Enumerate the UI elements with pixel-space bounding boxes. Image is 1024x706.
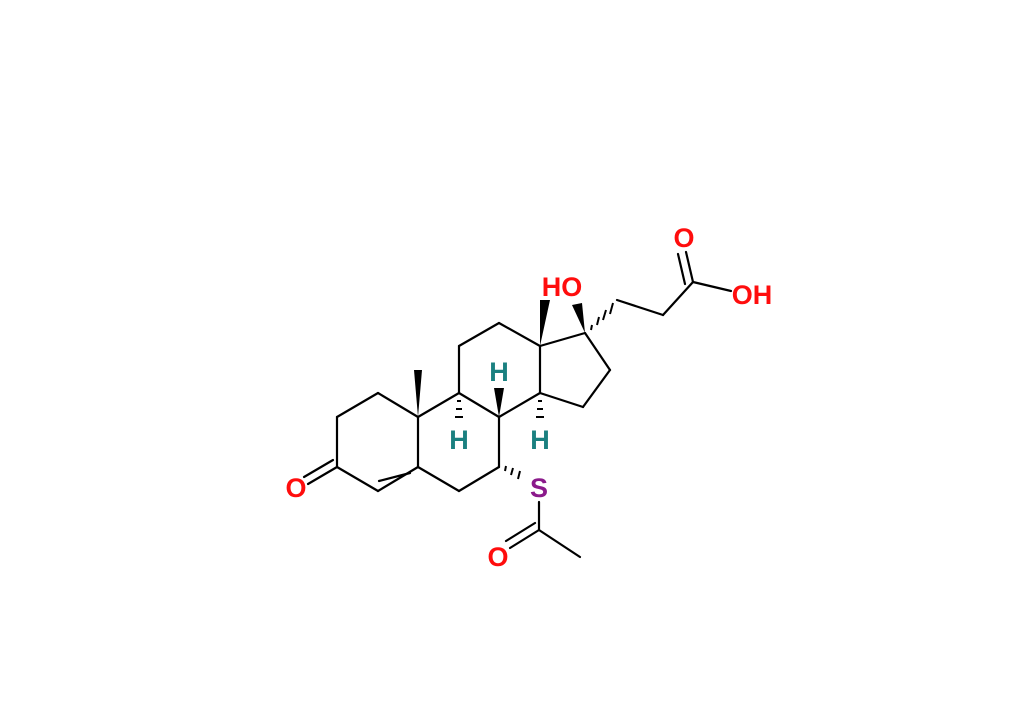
bond <box>457 465 501 493</box>
atom-labels: O HO O OH S O H H H <box>285 223 772 572</box>
bond <box>376 465 420 493</box>
bond <box>416 391 461 419</box>
acid-carbonyl-oxygen-label: O <box>673 223 694 253</box>
bond <box>497 321 542 348</box>
double-bond <box>377 471 412 483</box>
bond <box>497 391 542 419</box>
bond <box>583 331 612 372</box>
thioester-carbonyl-bond <box>508 528 541 550</box>
bond <box>661 280 695 317</box>
bond <box>581 368 612 409</box>
h14-label: H <box>530 425 550 455</box>
sulfur-label: S <box>530 473 548 503</box>
acid-carbonyl-bond <box>676 252 687 286</box>
wedge-bond <box>414 370 422 417</box>
acid-carbonyl-bond <box>684 250 695 284</box>
bond <box>537 528 582 559</box>
bond <box>335 465 380 493</box>
h9-label: H <box>449 425 469 455</box>
thioester-carbonyl-bond <box>504 521 537 543</box>
ketone-bond <box>302 458 335 479</box>
bond <box>691 280 733 293</box>
ketone-bond <box>306 465 339 486</box>
bond <box>376 391 420 419</box>
bond <box>457 321 501 348</box>
bond <box>457 391 501 419</box>
wedge-bond <box>540 300 550 346</box>
bonds <box>302 250 733 559</box>
bond <box>615 298 665 317</box>
bond <box>538 331 587 348</box>
bond <box>416 465 461 493</box>
h8-label: H <box>489 357 509 387</box>
bond <box>538 391 585 409</box>
thioester-oxygen-label: O <box>487 542 508 572</box>
ketone-oxygen-label: O <box>285 473 306 503</box>
wedge-bond <box>494 388 504 417</box>
hashed-bond <box>455 302 614 480</box>
bond <box>335 391 380 419</box>
hydroxyl-label: HO <box>542 272 583 302</box>
wedge-bond <box>572 303 585 333</box>
acid-hydroxyl-label: OH <box>732 280 773 310</box>
